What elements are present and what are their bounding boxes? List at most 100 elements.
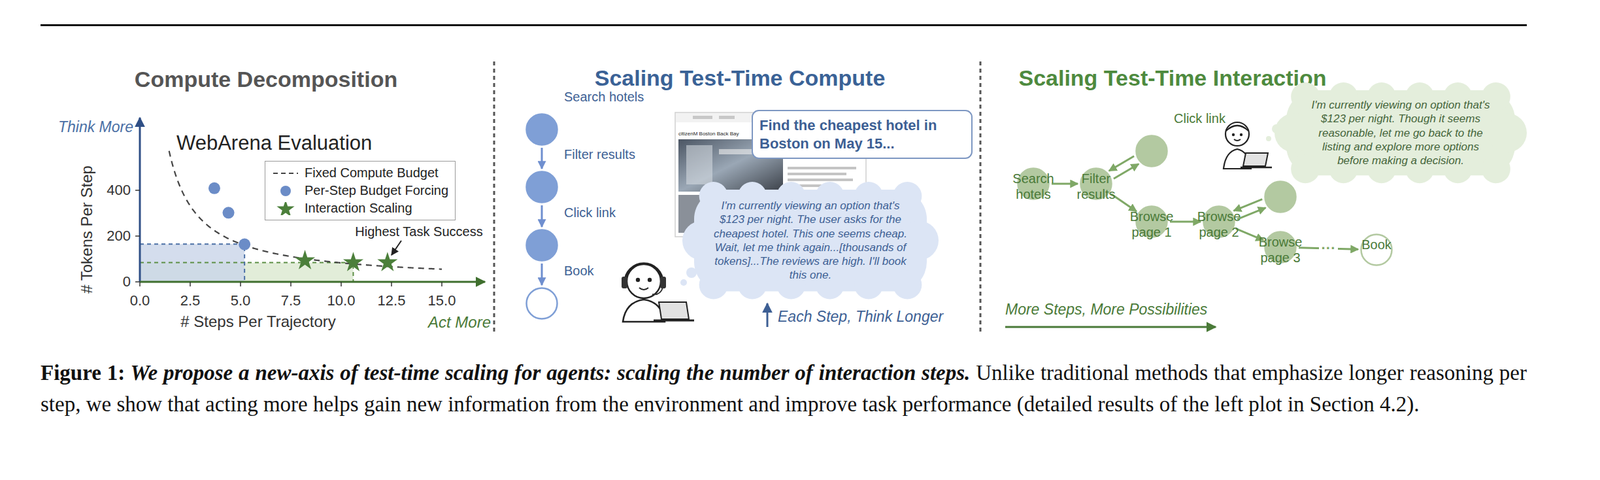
bubble-text: I'm currently viewing an option that's $… <box>713 198 908 283</box>
cloud-shape <box>1286 90 1516 176</box>
budget-guide <box>139 243 245 282</box>
agent-with-headset <box>624 263 663 283</box>
label-text: 15.0 <box>428 292 457 309</box>
step-label: Browse page 2 <box>1191 208 1247 240</box>
text-label: 10.0 <box>327 292 356 309</box>
tick <box>135 235 140 237</box>
step-circle: Click link <box>1264 180 1297 214</box>
cloud-shape <box>1274 113 1314 153</box>
cloud-shape <box>699 270 729 300</box>
webpage-screenshot <box>692 115 713 119</box>
cloud-shape <box>694 189 927 292</box>
tick <box>189 281 191 287</box>
label-text: 400 <box>106 181 131 199</box>
speech-bubble: Find the cheapest hotel in Boston on May… <box>751 109 973 159</box>
legend-sample <box>271 166 300 180</box>
text-label: Highest Task Success <box>354 224 483 240</box>
step-label: Search hotels <box>1003 170 1063 202</box>
cloud-shape <box>1487 113 1527 153</box>
text-label: # Steps Per Trajectory <box>180 312 336 331</box>
label-text: 10.0 <box>327 292 356 309</box>
annotation-arrow <box>391 240 402 255</box>
cloud-tail <box>1266 135 1272 142</box>
dashed-line-sample <box>273 171 299 174</box>
connector <box>1051 183 1078 185</box>
webpage-screenshot <box>718 115 735 119</box>
circle-outline <box>525 170 559 204</box>
legend-row: Per-Step Budget Forcing <box>271 181 449 200</box>
cloud-shape <box>892 270 922 300</box>
agent-at-laptop <box>1233 139 1241 141</box>
text-label: 0 <box>122 273 131 290</box>
label-text: 200 <box>106 227 131 244</box>
budget-curve <box>169 150 442 270</box>
connector <box>541 147 544 169</box>
label-text: # Steps Per Trajectory <box>180 312 336 331</box>
tick <box>390 281 393 287</box>
circle-outline <box>1135 134 1168 168</box>
text-label: Think More <box>58 118 134 136</box>
tick <box>135 189 140 191</box>
tick <box>139 281 141 287</box>
step-circle: Filter results <box>1079 167 1113 200</box>
agent-with-headset <box>647 277 652 282</box>
agent-at-laptop <box>1225 122 1250 146</box>
step-circle: Browse page 3 <box>1264 230 1297 264</box>
text-label: 400 <box>106 181 131 199</box>
agent-at-laptop <box>1239 133 1243 136</box>
webpage-screenshot <box>787 166 857 170</box>
label-text: More Steps, More Possibilities <box>1005 300 1208 318</box>
text-label: Each Step, Think Longer <box>777 307 944 325</box>
legend-sample <box>271 201 300 216</box>
circle-shape <box>1136 135 1168 167</box>
cloud-shape <box>1481 154 1511 184</box>
label-text: 5.0 <box>230 292 251 309</box>
legend-text: Per-Step Budget Forcing <box>304 183 449 199</box>
step-circle: Book <box>1360 233 1393 267</box>
agent-with-headset <box>653 319 695 322</box>
circle-shape <box>526 171 558 203</box>
circle-shape <box>526 230 558 261</box>
legend-row: Interaction Scaling <box>271 199 449 217</box>
star-sample <box>276 201 295 216</box>
step-circle: Search hotels <box>1016 167 1050 200</box>
interaction-point <box>294 249 316 270</box>
text-label: Compute Decomposition <box>134 66 398 93</box>
caption-part: Figure 1: <box>40 360 125 385</box>
thought-cloud: I'm currently viewing on option that's $… <box>1286 90 1516 176</box>
label-text: citizenM Boston Back Bay <box>678 130 739 137</box>
cloud-shape <box>737 270 767 300</box>
step-label: Book <box>564 262 595 279</box>
connector <box>1233 199 1263 212</box>
budget-forcing-point <box>238 238 251 251</box>
text-label: 12.5 <box>377 292 406 309</box>
legend-box: Fixed Compute BudgetPer-Step Budget Forc… <box>264 160 456 221</box>
tick <box>135 281 140 283</box>
connector <box>1237 207 1267 220</box>
direction-arrow <box>766 303 769 327</box>
label-text: Think More <box>58 118 134 136</box>
caption-part: We propose a new-axis of test-time scali… <box>124 360 970 385</box>
step-label: Click link <box>564 204 616 221</box>
cloud-shape <box>1274 82 1527 184</box>
legend-text: Fixed Compute Budget <box>304 165 439 181</box>
circle-shape <box>1265 181 1297 213</box>
caption-box: Figure 1: We propose a new-axis of test-… <box>40 356 1527 420</box>
step-circle: Search hotels <box>525 113 559 146</box>
cloud-shape <box>682 220 722 261</box>
label-text: WebArena Evaluation <box>176 131 372 155</box>
label-text: Act More <box>428 313 491 332</box>
tick <box>239 281 242 287</box>
legend-text: Interaction Scaling <box>304 200 413 216</box>
webpage-screenshot <box>686 145 713 185</box>
agent-at-laptop <box>1223 122 1272 169</box>
agent-with-headset <box>660 276 667 289</box>
circle-shape <box>526 288 558 319</box>
bubble-text: Find the cheapest hotel in Boston on May… <box>759 116 965 153</box>
circle-shape <box>526 114 558 146</box>
tick <box>441 281 443 287</box>
interaction-point <box>343 251 364 272</box>
label-text: Each Step, Think Longer <box>777 307 944 325</box>
label-text: # Tokens Per Step <box>77 165 97 294</box>
budget-forcing-point <box>222 206 235 219</box>
